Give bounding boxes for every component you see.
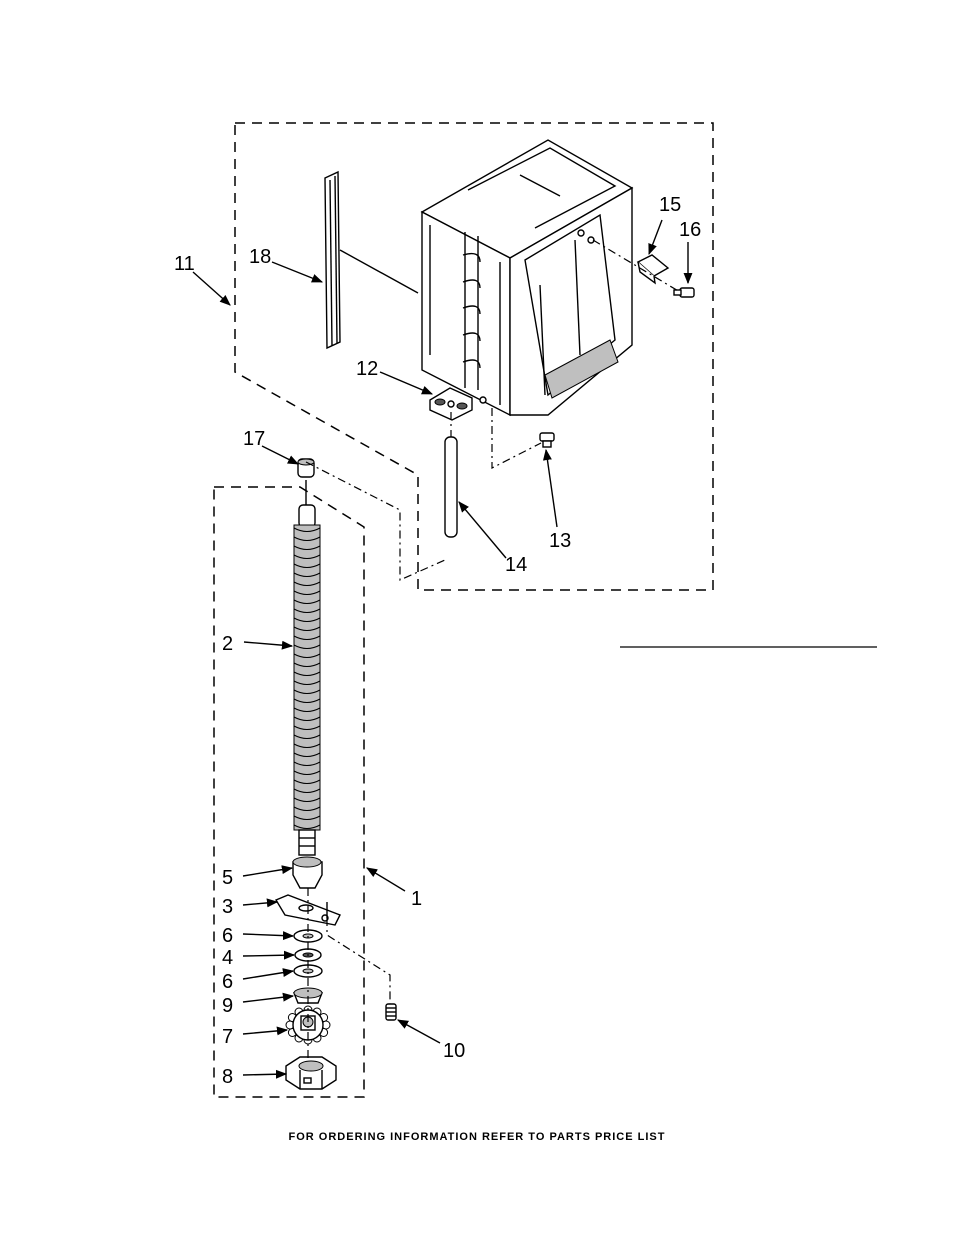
part-14-pin [444, 412, 458, 538]
part-5-bushing [292, 856, 323, 889]
callout-8: 8 [222, 1066, 233, 1088]
leader-13-path [491, 408, 542, 469]
arrow-13 [542, 448, 558, 528]
arrow-1 [366, 867, 406, 892]
callout-5: 5 [222, 867, 233, 889]
arrow-2 [243, 640, 294, 650]
part-2-auger [293, 504, 321, 856]
callout-13: 13 [549, 530, 571, 552]
callout-12: 12 [356, 358, 378, 380]
arrow-15 [648, 219, 663, 256]
part-7-sprocket [285, 1005, 331, 1045]
callout-4: 4 [222, 947, 233, 969]
callout-1: 1 [411, 888, 422, 910]
callout-7: 7 [222, 1026, 233, 1048]
arrow-11 [192, 271, 231, 306]
leader-10-path [326, 918, 391, 1004]
arrow-8 [242, 1069, 288, 1079]
auger-housing [420, 139, 634, 417]
arrow-6a [242, 931, 295, 941]
arrow-5 [242, 865, 294, 877]
callout-15: 15 [659, 194, 681, 216]
leader-17-path [305, 461, 446, 581]
arrow-10 [397, 1019, 441, 1044]
arrow-18 [271, 261, 324, 283]
assembly-11-boundary [234, 122, 714, 591]
part-8-nut [285, 1056, 337, 1090]
arrow-12 [379, 371, 434, 395]
part-13-screw [539, 432, 555, 448]
callout-6b: 6 [222, 971, 233, 993]
arrow-14 [458, 501, 507, 559]
part-18-gasket-strip [324, 170, 341, 350]
assembly-1-boundary [213, 486, 365, 1098]
arrow-17 [261, 445, 300, 465]
leader-15-16-path [592, 239, 681, 293]
arrow-9 [242, 992, 295, 1003]
callout-6a: 6 [222, 925, 233, 947]
part-15-bracket [636, 254, 670, 285]
part-12-bearing [429, 387, 473, 421]
arrow-4 [242, 950, 296, 960]
arrow-6b [242, 968, 295, 980]
callout-2: 2 [222, 633, 233, 655]
ordering-info-note: FOR ORDERING INFORMATION REFER TO PARTS … [288, 1131, 666, 1143]
arrow-3 [242, 898, 279, 908]
callout-9: 9 [222, 995, 233, 1017]
callout-18: 18 [249, 246, 271, 268]
callout-14: 14 [505, 554, 527, 576]
callout-16: 16 [679, 219, 701, 241]
part-16-screw [673, 287, 695, 298]
arrow-7 [242, 1026, 289, 1036]
callout-10: 10 [443, 1040, 465, 1062]
part-10-screw [385, 1003, 397, 1021]
part-17-cap [297, 458, 315, 478]
callout-17: 17 [243, 428, 265, 450]
callout-3: 3 [222, 896, 233, 918]
callout-11: 11 [174, 253, 195, 275]
leader-18-to-housing [339, 249, 419, 294]
